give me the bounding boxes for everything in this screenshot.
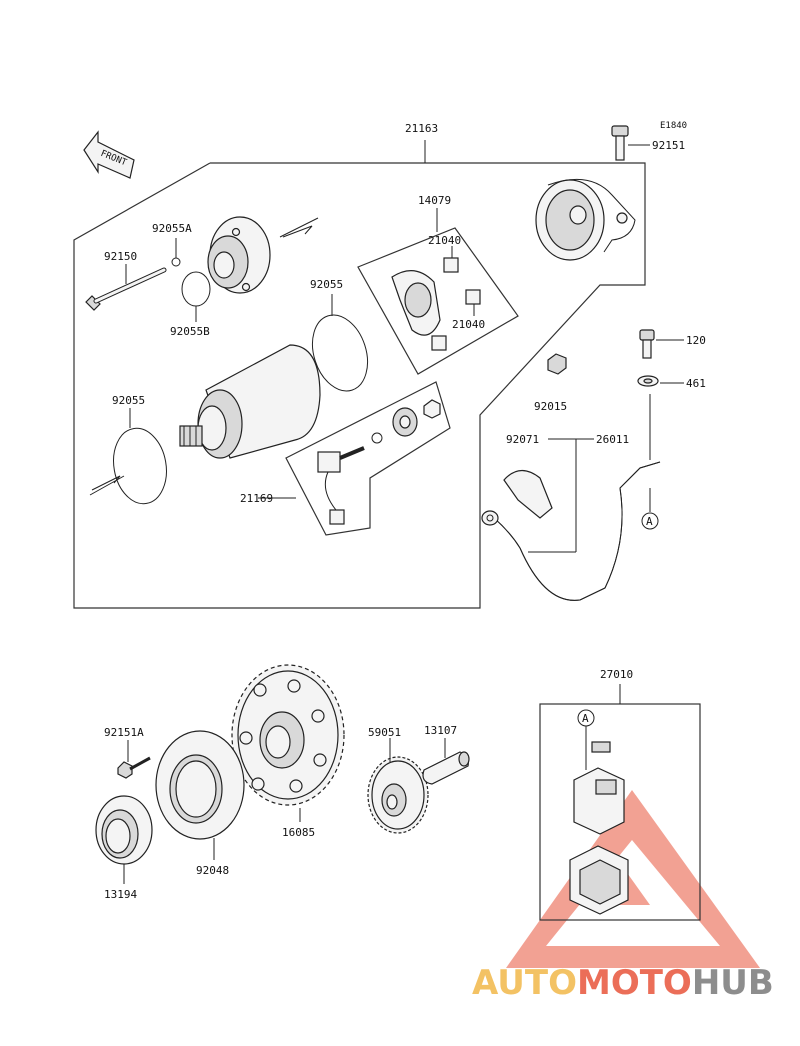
bolt-120: 120 [639,329,706,359]
watermark-auto: AUTO [472,963,577,1003]
label-92151: 92151 [652,139,685,152]
starter-relay-27010: 27010 A [539,668,701,921]
brush-plate-14079: 14079 21040 21040 [357,194,519,375]
label-92048: 92048 [196,864,229,877]
label-21040-a: 21040 [428,234,461,247]
label-92055-top: 92055 [310,278,343,291]
callout-a-2: A [582,712,589,725]
label-92055a: 92055A [152,222,192,235]
callout-a-1: A [646,515,653,528]
label-92055-left: 92055 [112,394,145,407]
watermark-logo-text: AUTOMOTOHUB [472,963,774,1003]
watermark-moto: MOTO [577,963,692,1003]
starter-assembly-frame [73,162,646,609]
label-13194: 13194 [104,888,137,901]
oring-92055-left: 92055 [89,394,167,505]
oring-92055a: 92055A [152,222,192,267]
label-92055b: 92055B [170,325,210,338]
label-59051: 59051 [368,726,401,739]
cable-26011: A [481,394,661,601]
label-21169: 21169 [240,492,273,505]
label-26011: 26011 [596,433,629,446]
washer-461: 461 [637,375,706,390]
label-120: 120 [686,334,706,347]
cap-92071: 92071 26011 [503,433,629,553]
watermark-hub: HUB [692,963,774,1003]
motor-yoke [179,344,321,459]
svg-text:AUTOMOTOHUB: AUTOMOTOHUB [472,963,774,1003]
label-92151a: 92151A [104,726,144,739]
oring-92055-top: 92055 [310,278,369,392]
nut-92015: 92015 [534,353,567,413]
bolt-92151a: 92151A [104,726,151,779]
label-92071: 92071 [506,433,539,446]
oring-92055b: 92055B [170,271,211,338]
bolt-92150: 92150 [85,250,167,311]
label-21163: 21163 [405,122,438,135]
label-27010: 27010 [600,668,633,681]
bolt-92151: 92151 [611,125,685,161]
watermark-logo-triangle [506,790,760,968]
front-cover [207,216,319,294]
gear-16085: 16085 [231,664,345,839]
collar-13194: 13194 [95,795,153,901]
label-13107: 13107 [424,724,457,737]
label-16085: 16085 [282,826,315,839]
rear-cover [535,178,636,261]
label-92015: 92015 [534,400,567,413]
label-92150: 92150 [104,250,137,263]
terminal-set-21169: 21169 [240,381,451,536]
label-14079: 14079 [418,194,451,207]
clutch-92048: 92048 [155,730,245,877]
label-461: 461 [686,377,706,390]
label-21040-b: 21040 [452,318,485,331]
front-arrow-icon: FRONT [83,130,135,179]
gear-59051: 59051 [367,726,429,834]
diagram-code: E1840 [660,121,687,131]
shaft-13107: 13107 [422,724,470,785]
